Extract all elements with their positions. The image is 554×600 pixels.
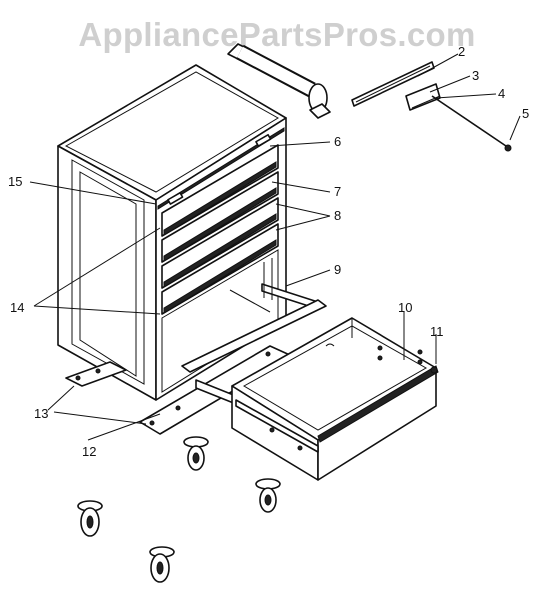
callout-3: 3	[472, 68, 479, 83]
callout-6: 6	[334, 134, 341, 149]
callout-8: 8	[334, 208, 341, 223]
callout-2: 2	[458, 44, 465, 59]
cabinet-icon	[57, 64, 319, 435]
leader-lines	[29, 53, 521, 441]
callout-11: 11	[430, 324, 444, 339]
callout-4: 4	[498, 86, 505, 101]
lock-rod	[431, 95, 512, 152]
rail-strip	[351, 61, 435, 107]
open-drawer-icon	[181, 299, 439, 481]
callout-12: 12	[82, 444, 96, 459]
callout-5: 5	[522, 106, 529, 121]
callout-14: 14	[10, 300, 24, 315]
side-handle-icon	[227, 43, 331, 119]
callout-15: 15	[8, 174, 22, 189]
caster-wheel-icon	[77, 436, 281, 583]
watermark: AppliancePartsPros.com	[78, 16, 476, 53]
callout-13: 13	[34, 406, 48, 421]
callout-10: 10	[398, 300, 412, 315]
callout-numbers: 2 3 4 5 6 7 8 9 10 11 12 13 14 15	[8, 44, 529, 459]
callout-7: 7	[334, 184, 341, 199]
callout-9: 9	[334, 262, 341, 277]
